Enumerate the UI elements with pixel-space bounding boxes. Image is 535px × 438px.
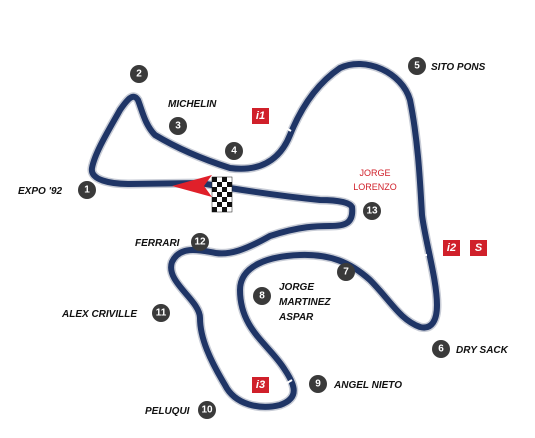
split-marker-i2: [415, 254, 428, 257]
sector-badge-i3[interactable]: i3: [252, 377, 269, 393]
svg-text:9: 9: [315, 379, 321, 390]
svg-text:13: 13: [366, 206, 378, 217]
corner-label-8-line1: JORGE: [279, 282, 314, 293]
svg-text:i1: i1: [256, 110, 265, 122]
corner-marker-7[interactable]: 7: [337, 263, 355, 281]
corner-label-13-line1: JORGE: [359, 168, 390, 178]
corner-label-8-line2: MARTINEZ: [279, 297, 331, 308]
svg-text:8: 8: [259, 291, 265, 302]
corner-marker-1[interactable]: 1: [78, 181, 96, 199]
svg-text:4: 4: [231, 146, 237, 157]
corner-label-12: FERRARI: [135, 238, 180, 249]
svg-text:S: S: [475, 242, 483, 254]
direction-arrow-icon: [172, 175, 212, 197]
corner-label-5: SITO PONS: [431, 62, 486, 73]
svg-text:2: 2: [136, 69, 142, 80]
corner-marker-3[interactable]: 3: [169, 117, 187, 135]
start-finish-flag-icon: [211, 176, 233, 213]
corner-marker-2[interactable]: 2: [130, 65, 148, 83]
corner-marker-8[interactable]: 8: [253, 287, 271, 305]
corner-marker-13[interactable]: 13: [363, 202, 381, 220]
svg-text:7: 7: [343, 267, 349, 278]
svg-text:12: 12: [194, 237, 206, 248]
corner-marker-11[interactable]: 11: [152, 304, 170, 322]
race-track: [88, 61, 440, 410]
svg-text:10: 10: [201, 405, 213, 416]
svg-text:6: 6: [438, 344, 444, 355]
svg-text:1: 1: [84, 185, 90, 196]
svg-text:11: 11: [156, 308, 167, 319]
corner-marker-12[interactable]: 12: [191, 233, 209, 251]
sector-badge-i2[interactable]: i2: [443, 240, 460, 256]
corner-marker-5[interactable]: 5: [408, 57, 426, 75]
corner-marker-10[interactable]: 10: [198, 401, 216, 419]
corner-marker-6[interactable]: 6: [432, 340, 450, 358]
corner-label-11: ALEX CRIVILLE: [61, 309, 137, 320]
svg-text:i2: i2: [447, 242, 456, 254]
corner-label-13-line2: LORENZO: [353, 182, 397, 192]
svg-text:i3: i3: [256, 379, 265, 391]
corner-label-9: ANGEL NIETO: [333, 380, 402, 391]
corner-marker-4[interactable]: 4: [225, 142, 243, 160]
corner-label-1: EXPO '92: [18, 186, 63, 197]
corner-label-8-line3: ASPAR: [278, 312, 314, 323]
svg-text:3: 3: [175, 121, 181, 132]
corner-label-3: MICHELIN: [168, 99, 217, 110]
sector-badge-s[interactable]: S: [470, 240, 487, 256]
corner-label-6: DRY SACK: [456, 345, 509, 356]
corner-label-10: PELUQUI: [145, 406, 190, 417]
svg-text:5: 5: [414, 61, 420, 72]
sector-badge-i1[interactable]: i1: [252, 108, 269, 124]
split-marker-i1: [282, 125, 292, 132]
split-marker-i3: [281, 379, 293, 387]
corner-marker-9[interactable]: 9: [309, 375, 327, 393]
